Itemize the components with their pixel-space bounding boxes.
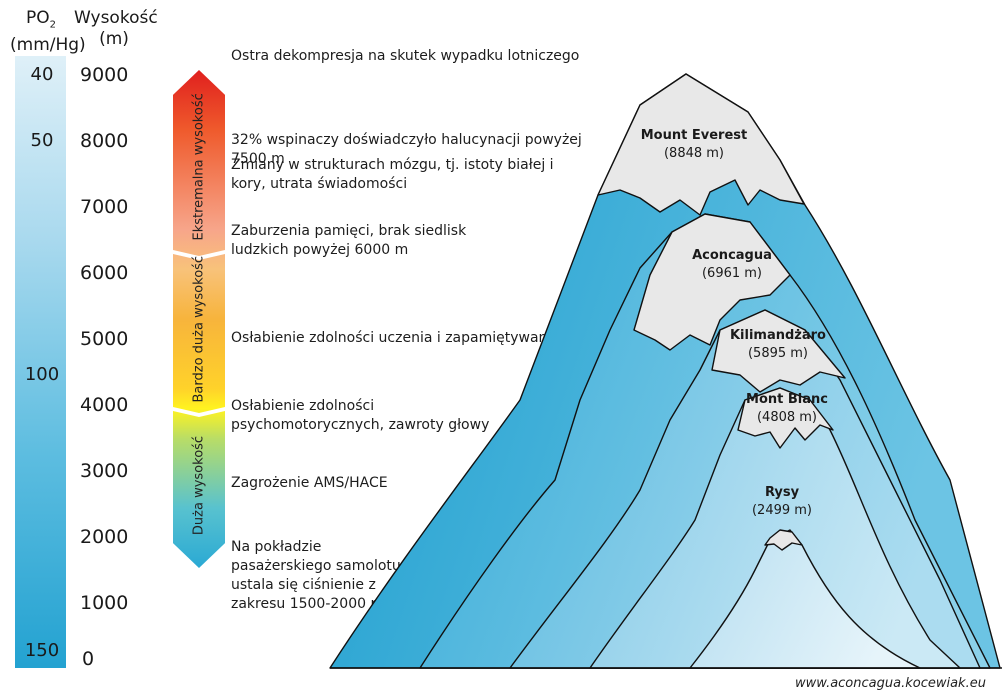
- snow-everest: [597, 73, 805, 216]
- altitude-tick-2000: 2000: [80, 526, 129, 548]
- peak-label-aconcagua: Aconcagua(6961 m): [692, 248, 772, 281]
- altitude-tick-0: 0: [82, 648, 95, 670]
- peak-label-mont-blanc: Mont Blanc(4808 m): [746, 392, 828, 425]
- po2-tick-150: 150: [24, 640, 60, 661]
- peak-label-rysy: Rysy(2499 m): [751, 485, 813, 518]
- note-memory: Zaburzenia pamięci, brak siedlisk ludzki…: [231, 223, 467, 258]
- note-brain-changes: Zmiany w strukturach mózgu, tj. istoty b…: [231, 157, 554, 192]
- altitude-tick-5000: 5000: [80, 328, 129, 350]
- peak-label-kilimandzaro: Kilimandżaro(5895 m): [729, 328, 826, 361]
- po2-tick-40: 40: [30, 64, 54, 85]
- altitude-tick-3000: 3000: [80, 460, 129, 482]
- po2-tick-100: 100: [24, 364, 60, 385]
- peak-label-everest: Mount Everest(8848 m): [640, 128, 748, 161]
- snow-aconcagua: [633, 213, 791, 351]
- po2-tick-50: 50: [30, 130, 54, 151]
- snow-rysy: [764, 529, 803, 551]
- altitude-zone-arrow: [173, 70, 225, 568]
- altitude-tick-1000: 1000: [80, 592, 129, 614]
- altitude-tick-9000: 9000: [80, 64, 129, 86]
- source-credit: www.aconcagua.kocewiak.eu: [795, 676, 986, 691]
- note-aircraft-cabin: Na pokładzie pasażerskiego samolotu usta…: [231, 539, 401, 612]
- altitude-tick-7000: 7000: [80, 196, 129, 218]
- note-decompression: Ostra dekompresja na skutek wypadku lotn…: [231, 48, 580, 64]
- altitude-header: Wysokość (m): [74, 8, 158, 49]
- po2-header: PO2 (mm/Hg): [10, 8, 86, 56]
- note-learning: Osłabienie zdolności uczenia i zapamięty…: [231, 330, 560, 346]
- snow-mont-blanc: [737, 387, 834, 449]
- altitude-tick-4000: 4000: [80, 394, 129, 416]
- snow-kilimandzaro: [711, 309, 846, 393]
- note-ams-hace: Zagrożenie AMS/HACE: [231, 475, 388, 491]
- note-psychomotor: Osłabienie zdolności psychomotorycznych,…: [231, 398, 490, 433]
- altitude-tick-8000: 8000: [80, 130, 129, 152]
- note-hallucinations: 32% wspinaczy doświadczyło halucynacji p…: [231, 132, 582, 167]
- altitude-tick-6000: 6000: [80, 262, 129, 284]
- po2-gradient-bar: [15, 56, 66, 668]
